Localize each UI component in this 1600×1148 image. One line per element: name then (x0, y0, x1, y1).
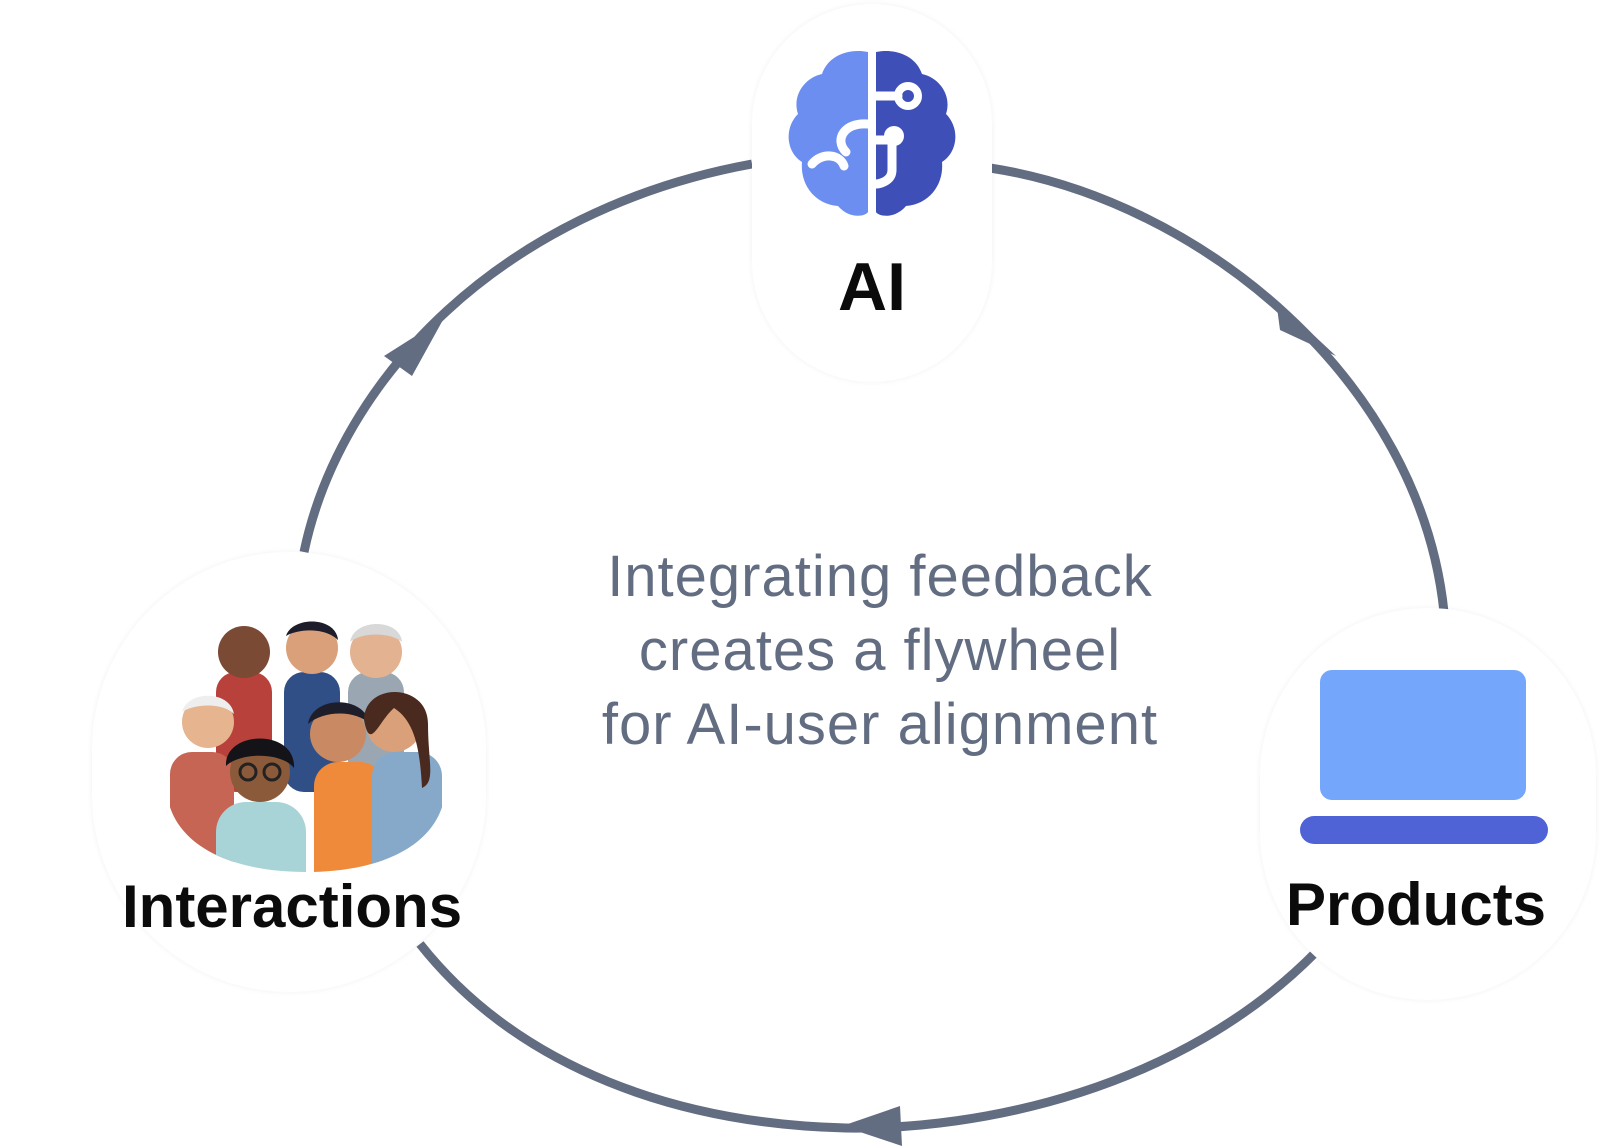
center-caption: Integrating feedback creates a flywheel … (520, 540, 1240, 762)
arc-products-to-interactions (420, 944, 1316, 1128)
node-interactions: Interactions (92, 552, 486, 992)
caption-line-1: Integrating feedback (520, 540, 1240, 614)
laptop-icon (1300, 670, 1550, 850)
people-group-icon (166, 612, 446, 872)
node-ai-label: AI (752, 248, 992, 326)
brain-icon (782, 44, 962, 224)
node-products: Products (1260, 608, 1596, 1000)
node-ai: AI (752, 4, 992, 382)
caption-line-2: creates a flywheel (520, 614, 1240, 688)
arc-interactions-to-ai (304, 164, 752, 552)
caption-line-3: for AI-user alignment (520, 688, 1240, 762)
node-interactions-label: Interactions (122, 872, 462, 941)
node-products-label: Products (1286, 870, 1546, 939)
arrowhead-to-interactions (842, 1106, 902, 1146)
